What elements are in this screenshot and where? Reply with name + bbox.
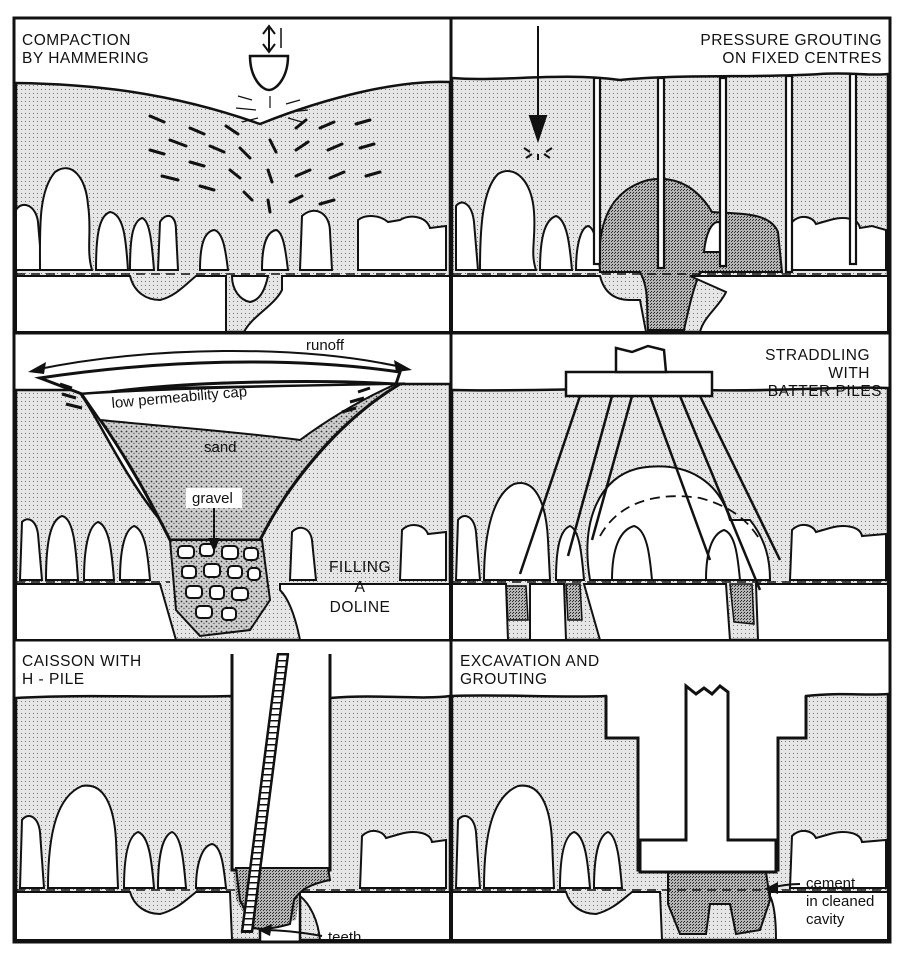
- panel-title: STRADDLING: [765, 347, 870, 364]
- batter-piles: [518, 395, 782, 591]
- pinnacles: [454, 784, 887, 889]
- panel-title: GROUTING: [460, 671, 548, 688]
- pile-cap: [564, 370, 714, 398]
- lower-rock: [15, 891, 451, 941]
- arrowhead-down-icon: [208, 538, 220, 552]
- lower-rock: [451, 891, 889, 941]
- structure-t-column: [638, 682, 778, 874]
- grout-bulb: [598, 177, 784, 331]
- low-permeability-cap: [34, 360, 402, 396]
- cap-inner: [80, 383, 397, 442]
- arrowhead-left-icon: [764, 882, 778, 894]
- cap-hatch: [59, 382, 371, 414]
- lower-rock: [15, 583, 451, 641]
- panel-pressure-grouting: PRESSURE GROUTING ON FIXED CENTRES: [450, 26, 890, 334]
- h-pile: [240, 653, 290, 933]
- drill-arrow-icon: [523, 26, 553, 160]
- pinnacles: [454, 482, 887, 581]
- cement-label: in cleaned: [806, 893, 874, 910]
- panel-title: BY HAMMERING: [22, 50, 149, 67]
- panel-title: ON FIXED CENTRES: [722, 50, 882, 67]
- pinnacles: [455, 170, 887, 271]
- panel-title: EXCAVATION AND: [460, 653, 600, 670]
- arrowhead-right-icon: [394, 360, 412, 372]
- lower-rock: [451, 583, 889, 641]
- arrowhead-left-icon: [258, 924, 272, 936]
- gravel-label: gravel: [192, 490, 233, 507]
- panel-title: FILLING: [329, 559, 391, 576]
- panel-title: COMPACTION: [22, 32, 131, 49]
- lower-rock: [451, 275, 889, 333]
- panel-caisson: teeth CAISSON WITH H - PILE: [14, 653, 452, 946]
- hammer-weight-icon: [248, 24, 290, 92]
- panel-compaction: COMPACTION BY HAMMERING: [14, 24, 452, 334]
- gravel-fill: [168, 539, 272, 638]
- grout-pipes: [592, 72, 858, 274]
- gravel-label-bg: [186, 488, 242, 508]
- panel-title: BATTER PILES: [768, 383, 882, 400]
- panel-straddling: STRADDLING WITH BATTER PILES: [450, 344, 890, 642]
- panel-title: PRESSURE GROUTING: [700, 32, 882, 49]
- runoff-arrow: [33, 350, 407, 371]
- panel-title: CAISSON WITH: [22, 653, 142, 670]
- panel-title: WITH: [828, 365, 870, 382]
- pinnacles: [18, 514, 447, 581]
- panel-filling-doline: runoff low permeability cap sand gravel …: [14, 337, 452, 642]
- teeth-label: teeth: [328, 929, 361, 946]
- lower-rock: [15, 275, 451, 333]
- panel-title: H - PILE: [22, 671, 85, 688]
- runoff-label: runoff: [306, 337, 345, 354]
- pinnacles: [15, 167, 447, 304]
- arrowhead-left-icon: [28, 362, 46, 374]
- panel-title: A: [355, 579, 366, 596]
- sand-label: sand: [204, 439, 237, 456]
- panel-excavation: cement in cleaned cavity EXCAVATION AND …: [450, 653, 890, 942]
- cement-label: cavity: [806, 911, 845, 928]
- panel-title: DOLINE: [330, 599, 391, 616]
- caisson-wall-lines: [230, 654, 332, 870]
- dome-dashed: [599, 495, 761, 541]
- structure-column: [614, 344, 668, 374]
- compaction-strokes: [148, 114, 382, 214]
- cement-label: cement: [806, 875, 856, 892]
- impact-rays: [235, 95, 309, 123]
- pinnacles: [18, 784, 447, 889]
